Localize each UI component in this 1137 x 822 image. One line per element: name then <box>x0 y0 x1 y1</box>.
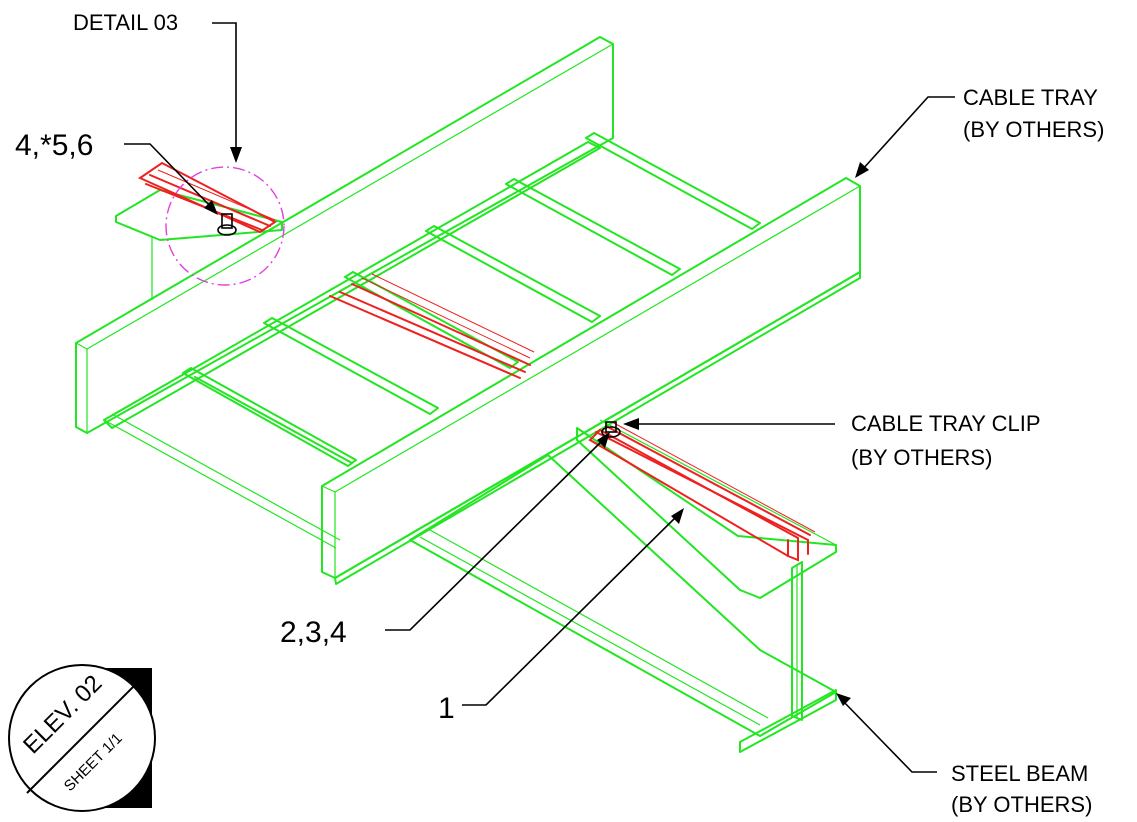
detail-circle <box>165 166 285 286</box>
cable-tray-clip-right <box>588 421 816 562</box>
leader-detail <box>212 22 242 163</box>
clip-label-1: CABLE TRAY CLIP <box>851 411 1041 436</box>
cable-tray-clip-centre <box>329 273 535 379</box>
bolt-centre <box>601 421 621 438</box>
leader-1 <box>462 508 684 706</box>
cable-tray-near-rail <box>321 177 861 585</box>
elevation-stamp: ELEV. 02 SHEET 1/1 <box>8 664 156 812</box>
detail-label: DETAIL 03 <box>73 10 178 35</box>
cable-tray-clip-detail <box>137 161 277 234</box>
cable-tray-label-2: (BY OTHERS) <box>963 117 1104 142</box>
cable-tray-rungs <box>103 132 761 549</box>
clip-label-2: (BY OTHERS) <box>851 445 992 470</box>
leader-clip <box>623 418 835 430</box>
leader-456 <box>124 143 218 215</box>
cable-tray-bottom-far <box>103 141 601 429</box>
callout-234-label: 2,3,4 <box>280 616 347 649</box>
steel-beam <box>115 189 837 753</box>
beam-label-2: (BY OTHERS) <box>951 792 1092 817</box>
leader-steel-beam <box>836 693 937 773</box>
cable-tray-label-1: CABLE TRAY <box>963 85 1098 110</box>
beam-label-1: STEEL BEAM <box>951 761 1088 786</box>
leader-cable-tray <box>855 96 955 178</box>
callout-1-label: 1 <box>438 692 455 725</box>
cable-tray-far-rail <box>75 36 614 434</box>
bolt-detail <box>217 213 237 236</box>
leader-234 <box>385 432 610 631</box>
callout-456-label: 4,*5,6 <box>15 129 93 162</box>
